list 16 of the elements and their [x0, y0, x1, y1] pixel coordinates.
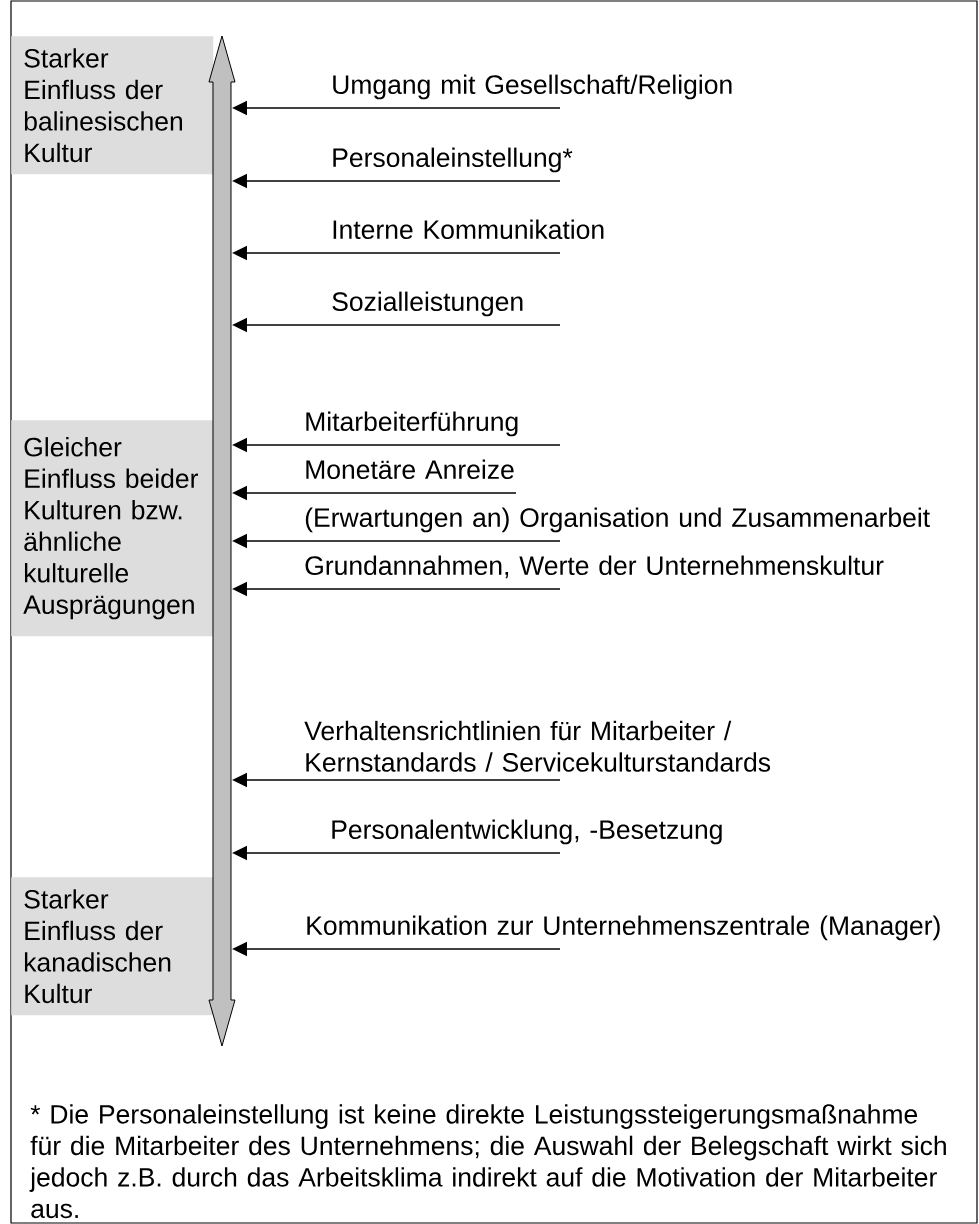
factor-label: Verhaltensrichtlinien für Mitarbeiter / Kernstandards / Servicekulturstandards	[304, 720, 771, 772]
factor-label: Personalentwicklung, -Besetzung	[332, 819, 722, 845]
factor-label: Personaleinstellung*	[333, 147, 573, 173]
footnote: * Die Personaleinstellung ist keine direkte Leistungssteigerungsmaßnahme für die Mitarbeiter des Unternehmens; die Auswahl der Belegschaft wirkt sich jedoch z.B. durch das Arbeitsklima indirekt auf die Motivation der Mitarbeiter aus.	[29, 1104, 946, 1219]
factor-label: Monetäre Anreize	[306, 459, 514, 480]
factor-label: Grundannahmen, Werte der Unternehmenskultur	[305, 555, 884, 579]
scale-bar	[208, 35, 236, 1047]
category-band: Gleicher Einfluss beider Kulturen bzw. ähnliche kulturelle Ausprägungen	[11, 420, 214, 637]
category-band: Starker Einfluss der balinesischen Kultur	[11, 36, 214, 175]
factor-label: (Erwartungen an) Organisation und Zusammenarbeit	[305, 507, 930, 533]
factor-label: Kommunikation zur Unternehmenszentrale (Manager)	[307, 915, 940, 941]
factor-label: Interne Kommunikation	[333, 219, 604, 240]
factor-label: Mitarbeiterführung	[306, 411, 518, 437]
factor-label: Umgang mit Gesellschaft/Religion	[333, 74, 732, 100]
category-band: Starker Einfluss der kanadischen Kultur	[11, 877, 214, 1016]
factor-label: Sozialleistungen	[332, 291, 523, 317]
